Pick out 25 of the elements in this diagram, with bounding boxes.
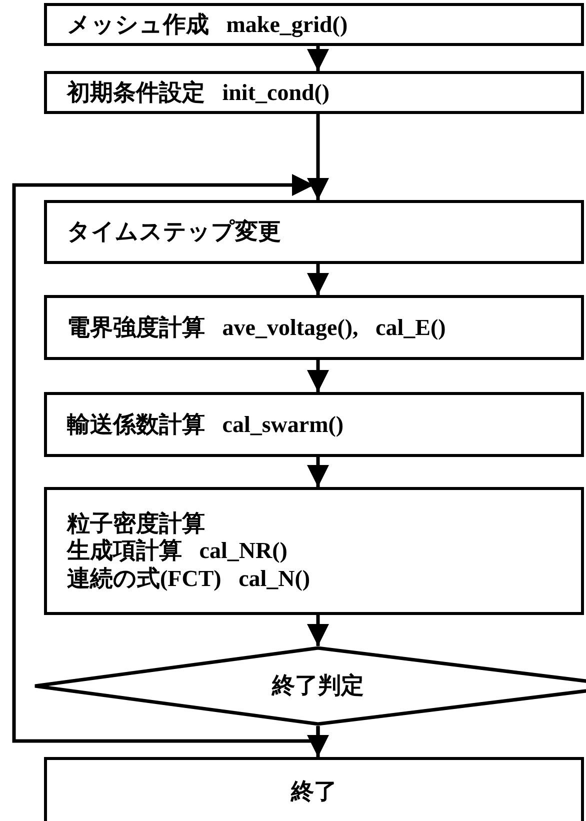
process-box — [44, 392, 584, 457]
step-text: 生成項計算 cal_NR() — [67, 537, 288, 565]
process-box — [44, 295, 584, 360]
process-box — [44, 3, 584, 46]
arrow — [307, 114, 329, 200]
step-text: 粒子密度計算 — [67, 510, 206, 538]
step-text: 終了判定 — [272, 672, 364, 700]
decision-diamond — [33, 646, 586, 726]
arrow — [307, 360, 329, 392]
arrow — [307, 264, 329, 295]
process-box — [44, 200, 584, 264]
process-box — [44, 757, 584, 821]
process-box — [44, 487, 584, 615]
step-text: 終了 — [291, 778, 337, 806]
arrow — [307, 615, 329, 646]
step-text: 電界強度計算 ave_voltage(), cal_E() — [67, 314, 447, 342]
step-text: メッシュ作成 make_grid() — [67, 10, 349, 38]
arrow — [12, 174, 320, 743]
step-text: 初期条件設定 init_cond() — [67, 78, 331, 106]
arrow — [307, 457, 329, 487]
arrow — [307, 46, 329, 71]
step-text: 輸送係数計算 cal_swarm() — [67, 410, 345, 438]
step-text: 連続の式(FCT) cal_N() — [67, 564, 312, 592]
step-text: タイムステップ変更 — [67, 218, 282, 246]
process-box — [44, 71, 584, 114]
